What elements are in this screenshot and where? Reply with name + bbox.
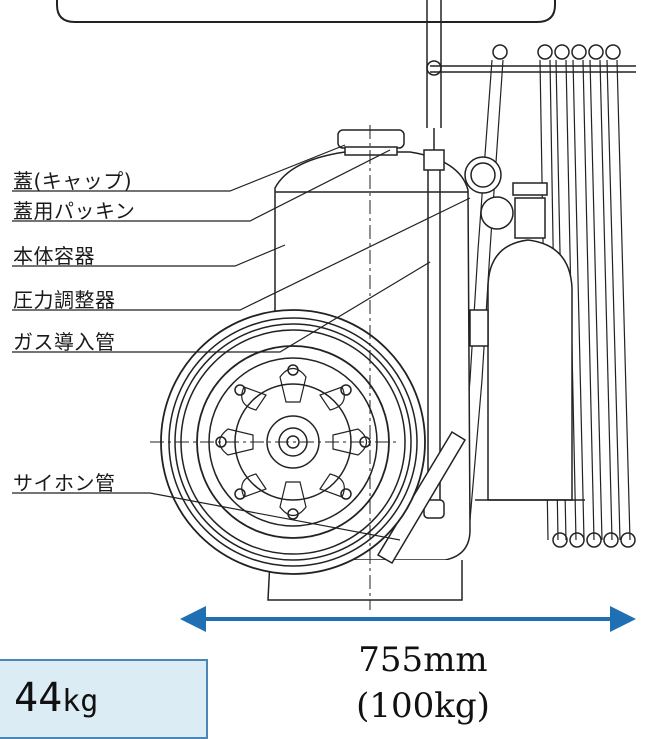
label-siphon-tube: サイホン管 xyxy=(13,471,116,495)
label-cap: 蓋(キャップ) xyxy=(13,169,133,193)
gas-cylinder xyxy=(487,239,573,501)
center-lines xyxy=(150,125,400,610)
lower-clips xyxy=(552,532,636,548)
cap xyxy=(337,129,405,149)
rack-clips xyxy=(492,44,621,60)
dimension-width: 755mm xyxy=(358,640,488,680)
weight-text: 44kg xyxy=(14,675,98,721)
label-cap-packing: 蓋用パッキン xyxy=(13,199,136,223)
gas-tube xyxy=(423,149,445,171)
dimension-weight: (100kg) xyxy=(356,686,490,726)
siphon-tube xyxy=(376,430,467,565)
label-gas-inlet-tube: ガス導入管 xyxy=(13,330,116,354)
weight-box: 44kg xyxy=(0,659,208,739)
weight-value: 44 xyxy=(14,675,63,721)
weight-unit: kg xyxy=(62,684,99,719)
hose-clip xyxy=(426,60,442,76)
callout-bubble xyxy=(56,0,556,23)
width-arrow xyxy=(180,606,636,632)
leader-lines xyxy=(12,144,471,541)
regulator xyxy=(480,196,514,230)
label-pressure-regulator: 圧力調整器 xyxy=(13,288,116,312)
label-body-container: 本体容器 xyxy=(13,244,95,268)
